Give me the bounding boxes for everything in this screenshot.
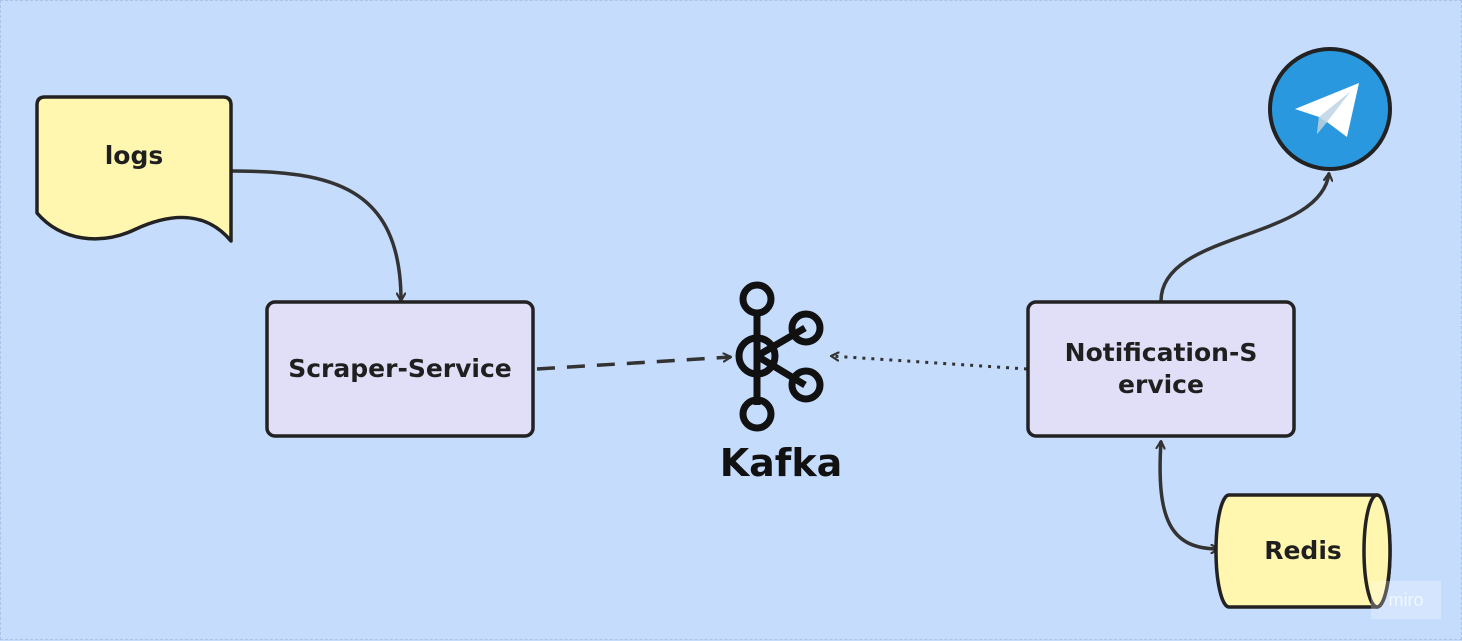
logs-document-shape (35, 95, 233, 243)
kafka-label: Kafka (719, 441, 843, 486)
scraper-service-box (265, 300, 535, 438)
notification-service-box (1026, 300, 1296, 438)
telegram-icon (1268, 47, 1392, 171)
redis-cylinder (1214, 493, 1392, 609)
edge-scraper-to-kafka (536, 357, 731, 371)
edge-notification-redis (1160, 441, 1219, 549)
edge-logs-to-scraper (230, 169, 401, 301)
notification-service-label: Notification-Service (1064, 337, 1258, 400)
kafka-icon (735, 281, 824, 432)
edge-notification-to-telegram (1159, 173, 1329, 302)
scraper-service-label: Scraper-Service (288, 353, 512, 383)
edge-notification-to-kafka (831, 356, 1028, 371)
miro-watermark: miro (1371, 581, 1441, 619)
redis-label: Redis (1264, 535, 1342, 565)
logs-label: logs (104, 140, 164, 170)
